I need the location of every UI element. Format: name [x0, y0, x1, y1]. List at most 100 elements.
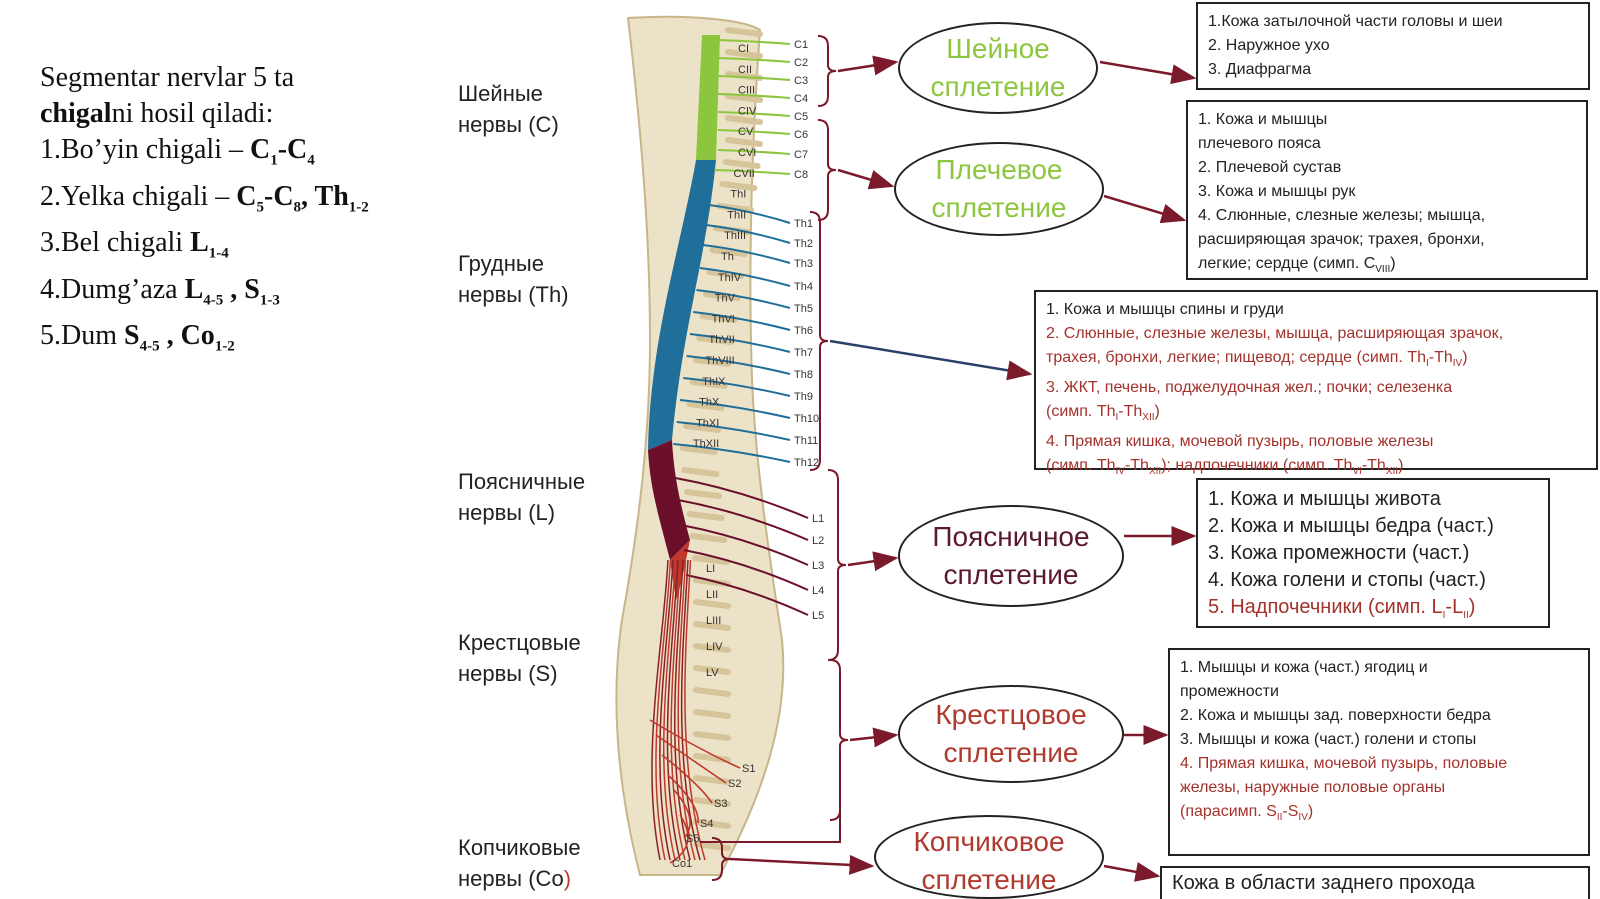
vertebra-label: ThIX [702, 376, 726, 388]
box-row: 4. Прямая кишка, мочевой пузырь, половые [1180, 755, 1508, 772]
nerve-label: Th7 [794, 347, 813, 359]
item-prefix: 4.Dumg’aza [40, 273, 185, 305]
vertebra-stripe [693, 357, 731, 367]
nerve-label: S3 [714, 798, 727, 810]
box-row: 4. Прямая кишка, мочевой пузырь, половые… [1046, 433, 1434, 451]
arrow [837, 55, 899, 76]
sacral-nerve [669, 814, 689, 864]
nerve-root [673, 443, 791, 463]
nerve-label: S4 [700, 818, 713, 830]
cauda-fiber [663, 559, 677, 861]
vertebra-label: ThV [715, 293, 736, 305]
box-row: 2. Плечевой сустав [1198, 159, 1342, 176]
nerve-label: L5 [812, 610, 824, 622]
cauda-fiber [651, 559, 669, 861]
vertebra-stripe [693, 621, 731, 631]
group-label-thoracic: Грудные нервы (Th) [458, 248, 569, 310]
box-text: 5. Надпочечники (симп. L [1208, 596, 1443, 618]
box-row: 3. Диафрагма [1208, 61, 1312, 78]
vertebra-label: LI [706, 563, 715, 575]
box-row: 5. Надпочечники (симп. LI-LII) [1208, 594, 1538, 629]
group-label-line: Грудные [458, 251, 544, 276]
box-cervical: 1.Кожа затылочной части головы и шеи 2. … [1196, 2, 1590, 90]
intro-item-1: 1.Bo’yin chigali – C1-C4 [40, 132, 369, 179]
nerve-root [689, 333, 791, 353]
nerve-root [676, 421, 791, 441]
nerve-label: Th11 [794, 435, 818, 447]
box-row: 2. Наружное ухо [1208, 37, 1330, 54]
vertebra-stripe [683, 423, 722, 433]
nerve-label: Th10 [794, 413, 819, 425]
cauda-equina [649, 559, 741, 864]
nerve-label: L3 [812, 560, 824, 572]
box-row: 1. Кожа и мышцы живота [1208, 488, 1441, 510]
box-text: -Th [1361, 457, 1386, 475]
nerve-root [686, 355, 791, 375]
item-sub: 1-4 [208, 245, 229, 262]
group-label-line: нервы (Th) [458, 282, 569, 307]
vertebra-label: CII [738, 64, 752, 76]
nerve-root [683, 549, 809, 591]
box-text: -Th [1428, 349, 1453, 366]
box-text: -Th [1118, 403, 1143, 421]
nerve-root [717, 39, 791, 45]
nerve-label: Th6 [794, 325, 813, 337]
intro-bold-word: chigal [40, 98, 112, 129]
box-text: ) [1462, 349, 1468, 366]
vertebra-stripe [722, 159, 761, 169]
vertebra-stripe [693, 819, 731, 829]
nerve-root [703, 244, 791, 264]
nerve-label: L1 [812, 513, 824, 525]
box-text: ) [1307, 803, 1314, 820]
vertebra-stripe [719, 181, 758, 191]
connector-line [700, 780, 841, 843]
item-bold: C [287, 134, 308, 165]
vertebra-stripe [679, 445, 718, 455]
bracket [817, 119, 837, 221]
arrow [849, 727, 899, 748]
item-sub: 4-5 [203, 292, 224, 309]
nerve-root [693, 311, 791, 331]
item-sub: 4-5 [139, 338, 160, 355]
vertebra-label: LIV [706, 641, 723, 653]
plexus-line: сплетение [943, 737, 1079, 768]
box-sub: IV [1452, 358, 1463, 370]
box-row: 4. Слюнные, слезные железы; мышца, [1198, 207, 1486, 224]
cauda-fiber [673, 559, 691, 861]
group-label-line: Поясничные [458, 469, 586, 494]
vertebra-label: CVII [733, 168, 754, 180]
nerve-root [714, 169, 791, 175]
nerve-root [717, 149, 791, 155]
nerve-root [679, 399, 791, 419]
vertebra-stripe [681, 467, 720, 477]
nerve-label: C5 [794, 111, 808, 123]
box-row: (парасимп. SII-SIV) [1180, 800, 1578, 830]
item-prefix: 5.Dum [40, 320, 124, 352]
cauda-fiber [659, 559, 674, 861]
item-bold: L [184, 273, 204, 305]
nerve-label: C4 [794, 93, 808, 105]
arrow [1103, 194, 1187, 224]
box-sub: I [1115, 412, 1119, 424]
arrow [829, 339, 1033, 381]
group-label-line: Шейные [458, 81, 543, 106]
nerve-label: Th12 [794, 457, 819, 469]
box-text: -L [1445, 596, 1464, 618]
item-sub: 4 [307, 152, 315, 169]
vertebra-stripe [696, 335, 735, 345]
nerve-root [706, 224, 791, 244]
vertebra-label: ThXI [696, 417, 719, 429]
group-label-line: Крестцовые [458, 630, 581, 655]
box-sacral: 1. Мышцы и кожа (част.) ягодиц и промежн… [1168, 648, 1590, 856]
item-sub: 1-2 [214, 338, 235, 355]
sacral-nerve [655, 734, 727, 784]
item-sub: 1 [270, 152, 278, 169]
item-bold: C [236, 180, 257, 212]
nerve-label: L2 [812, 535, 824, 547]
